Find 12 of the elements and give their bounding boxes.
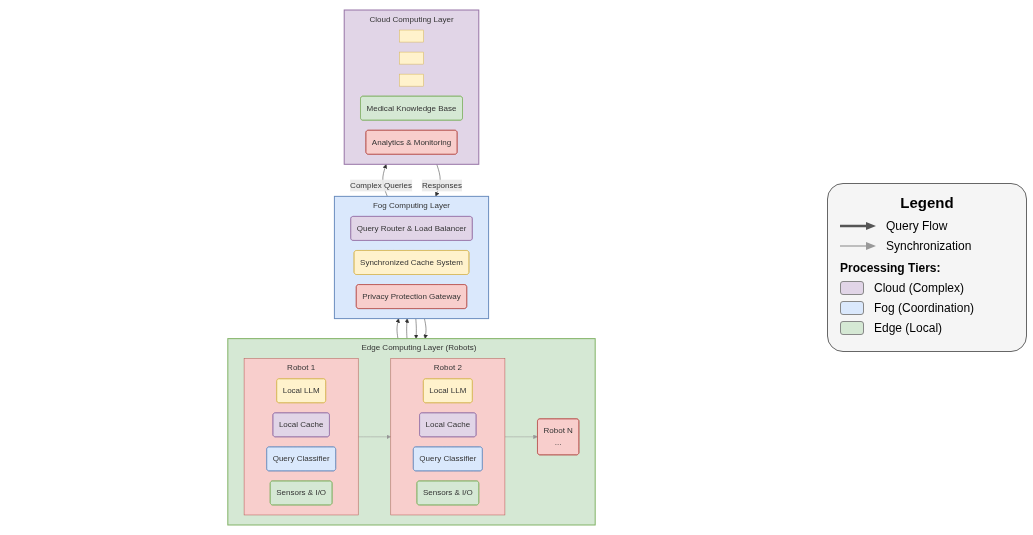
node-box bbox=[399, 73, 424, 87]
legend-label: Cloud (Complex) bbox=[874, 281, 965, 295]
edge-label: Complex Queries bbox=[350, 181, 413, 190]
node-box bbox=[399, 29, 424, 43]
legend-label: Fog (Coordination) bbox=[874, 301, 975, 315]
legend-label: Synchronization bbox=[886, 239, 972, 253]
edge-label: Responses bbox=[421, 181, 462, 190]
legend-heading: Processing Tiers: bbox=[840, 261, 942, 275]
node-box bbox=[399, 51, 424, 65]
legend-label: Query Flow bbox=[886, 219, 948, 233]
legend-title: Legend bbox=[899, 194, 955, 211]
legend-label: Edge (Local) bbox=[874, 321, 943, 335]
